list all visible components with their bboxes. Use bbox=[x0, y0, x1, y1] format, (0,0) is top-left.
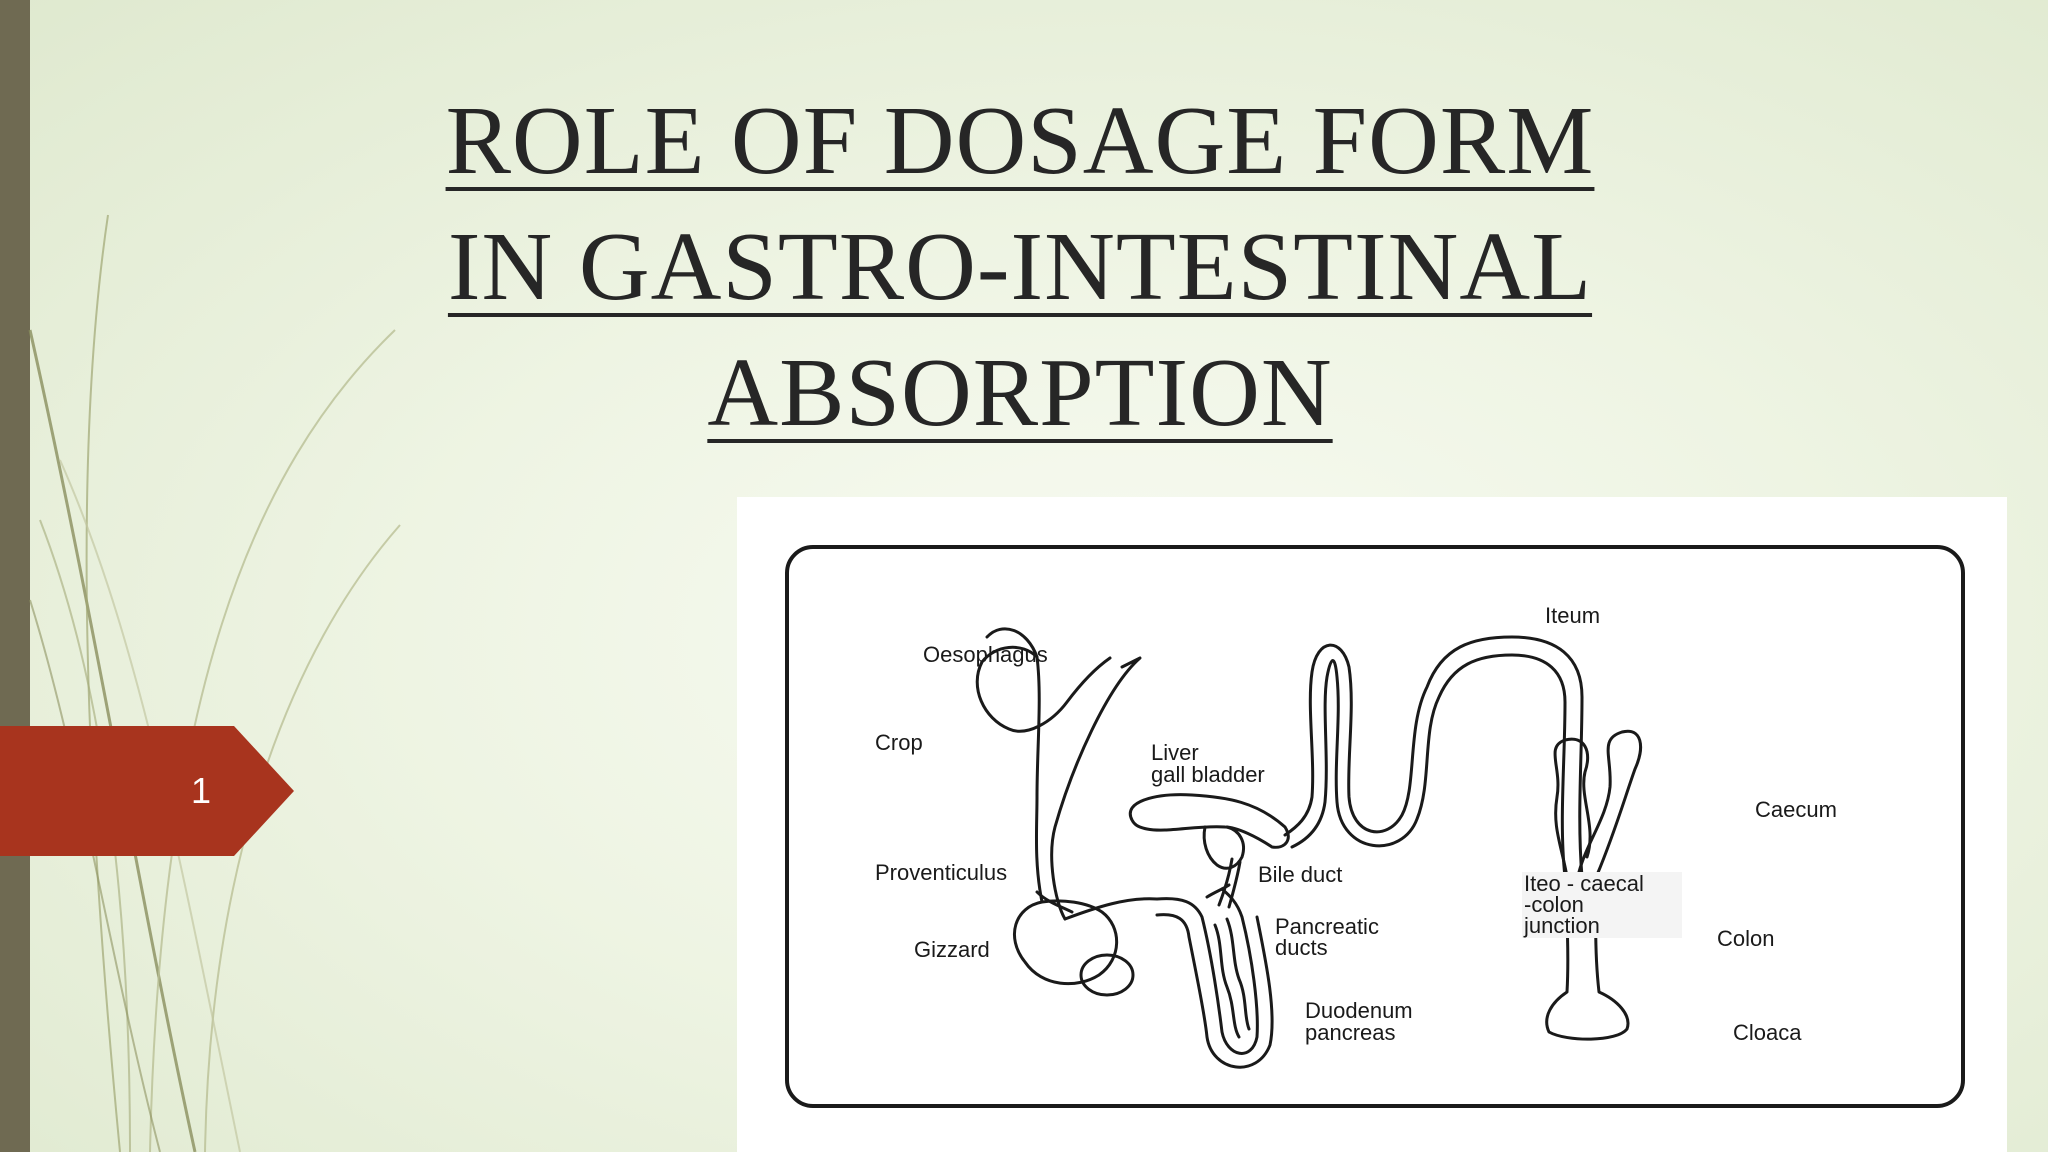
decorative-grass-lines bbox=[28, 214, 401, 1152]
digestive-tract-diagram: Oesophagus Crop Proventiculus Gizzard Li… bbox=[785, 545, 1965, 1108]
label-caecum: Caecum bbox=[1755, 797, 1837, 822]
label-gall-bladder: gall bladder bbox=[1151, 762, 1265, 787]
label-proventiculus: Proventiculus bbox=[875, 860, 1007, 885]
liver-shape bbox=[1128, 793, 1290, 849]
gizzard-lobe bbox=[1079, 953, 1135, 997]
diagram-frame bbox=[785, 545, 1965, 1108]
left-accent-bar bbox=[0, 0, 30, 1152]
label-bile-duct: Bile duct bbox=[1258, 862, 1342, 887]
label-pancreatic-ducts-line-2: ducts bbox=[1275, 935, 1328, 960]
title-line-3: ABSORPTION bbox=[707, 339, 1333, 447]
label-junction-line-2: -colon bbox=[1524, 892, 1584, 917]
label-pancreatic-ducts-line-1: Pancreatic bbox=[1275, 914, 1379, 939]
pancreas-shape bbox=[1213, 917, 1251, 1039]
gall-bladder-shape bbox=[1202, 825, 1245, 870]
oesophagus-shape bbox=[975, 645, 1142, 921]
label-colon: Colon bbox=[1717, 926, 1774, 951]
slide-title: ROLE OF DOSAGE FORM IN GASTRO-INTESTINAL… bbox=[300, 78, 1740, 456]
proventiculus-shape bbox=[1035, 890, 1159, 921]
ileum-loops bbox=[1283, 635, 1584, 879]
colon-shape bbox=[1545, 875, 1630, 1041]
label-crop: Crop bbox=[875, 730, 923, 755]
title-line-1: ROLE OF DOSAGE FORM bbox=[445, 87, 1595, 195]
gizzard-shape bbox=[1013, 899, 1119, 986]
slide-number-tag bbox=[0, 726, 294, 856]
title-line-2: IN GASTRO-INTESTINAL bbox=[447, 213, 1593, 321]
label-junction-line-1: Iteo - caecal bbox=[1524, 871, 1644, 896]
duodenum-loop bbox=[1155, 887, 1274, 1069]
junction-label-background bbox=[1522, 872, 1682, 938]
caecum-right bbox=[1577, 729, 1643, 877]
label-cloaca: Cloaca bbox=[1733, 1020, 1802, 1045]
label-duodenum-line-2: pancreas bbox=[1305, 1020, 1396, 1045]
caecum-left bbox=[1553, 737, 1592, 879]
label-ileum: Iteum bbox=[1545, 603, 1600, 628]
label-junction-line-3: junction bbox=[1523, 913, 1600, 938]
bile-duct-shape bbox=[1205, 857, 1242, 909]
digestive-tract-figure: Oesophagus Crop Proventiculus Gizzard Li… bbox=[737, 497, 2007, 1152]
slide-number: 1 bbox=[190, 770, 212, 811]
label-gizzard: Gizzard bbox=[914, 937, 990, 962]
crop-shape bbox=[985, 627, 1039, 659]
label-liver: Liver bbox=[1151, 740, 1199, 765]
label-duodenum-line-1: Duodenum bbox=[1305, 998, 1413, 1023]
label-oesophagus: Oesophagus bbox=[923, 642, 1048, 667]
